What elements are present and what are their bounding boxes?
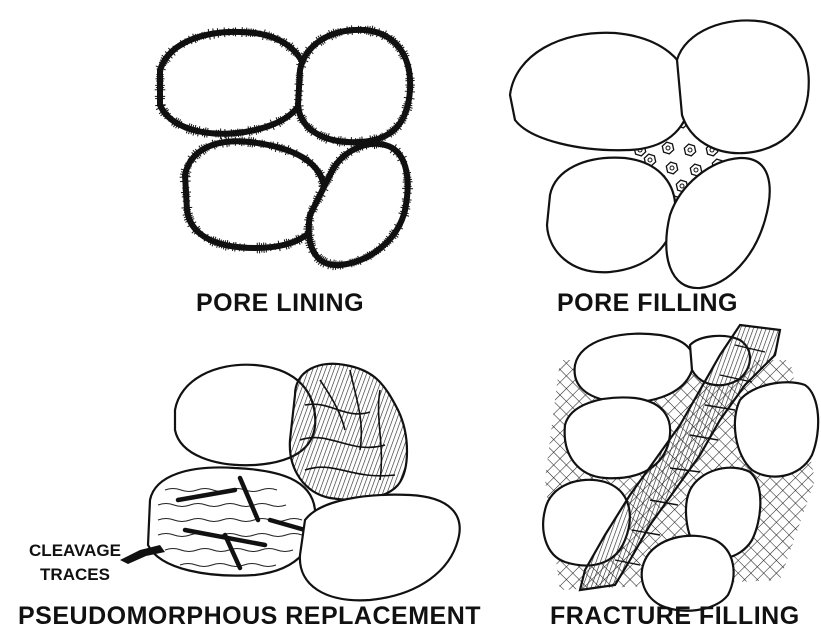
pore-filling-panel [510, 20, 809, 288]
fracture-filling-panel [543, 325, 818, 611]
grain [735, 382, 818, 476]
grain [510, 33, 690, 150]
cleavage-traces-label: CLEAVAGE TRACES [10, 539, 140, 587]
pore-filling-caption: PORE FILLING [557, 289, 738, 318]
grain [677, 20, 809, 153]
pore-lining-caption: PORE LINING [196, 289, 364, 318]
cement-crystal [684, 144, 695, 156]
grain-lined [160, 32, 307, 134]
grain [547, 158, 675, 273]
replaced-grain-striated [290, 364, 407, 500]
grain-lined [185, 141, 325, 248]
replaced-grain-wavy [148, 467, 315, 575]
grain [642, 536, 734, 611]
cement-crystal [662, 142, 673, 154]
pseudomorphous-replacement-panel [120, 364, 460, 601]
pseudomorphous-replacement-caption: PSEUDOMORPHOUS REPLACEMENT [18, 602, 481, 631]
cleavage-label-line2: TRACES [10, 563, 140, 587]
grain-lined [309, 144, 408, 265]
grain [300, 495, 460, 601]
fracture-filling-caption: FRACTURE FILLING [550, 602, 800, 631]
pore-lining-panel [155, 25, 415, 270]
cleavage-label-line1: CLEAVAGE [10, 539, 140, 563]
cement-crystal [666, 162, 677, 174]
